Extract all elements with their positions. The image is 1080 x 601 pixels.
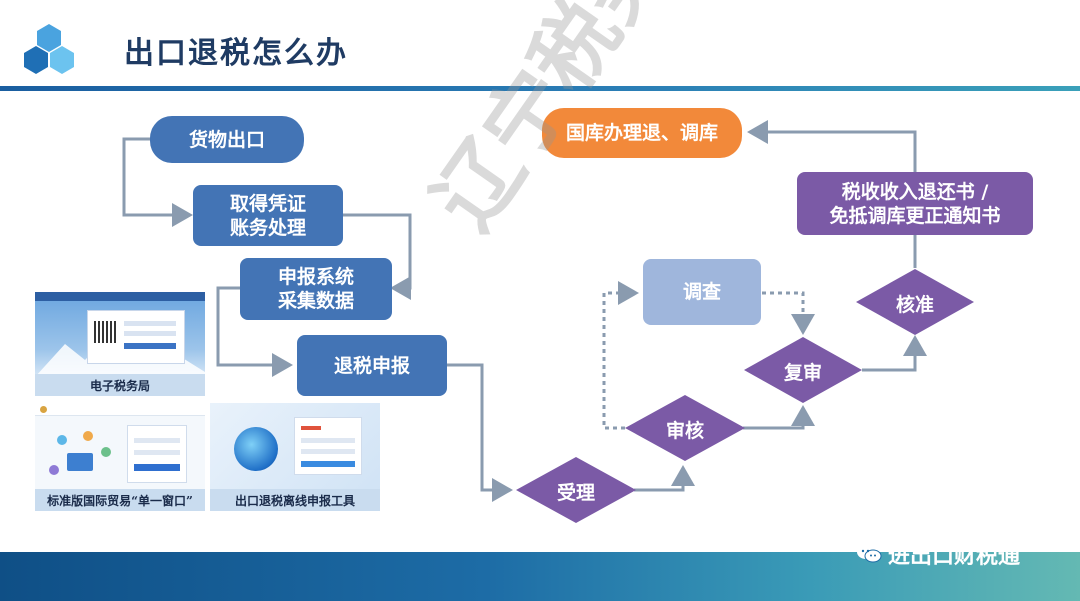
declare-system-node: 申报系统 采集数据 <box>240 258 392 320</box>
treasury-node: 国库办理退、调库 <box>542 108 742 158</box>
login-button <box>124 343 176 349</box>
treasury-label: 国库办理退、调库 <box>565 122 718 144</box>
obtain-voucher-node: 取得凭证 账务处理 <box>193 185 343 246</box>
login-field <box>124 321 176 326</box>
declare-system-label-2: 采集数据 <box>277 290 354 312</box>
refund-notice-node: 税收收入退还书 / 免抵调库更正通知书 <box>797 172 1033 235</box>
etax-login-panel <box>87 310 185 364</box>
emblem-icon <box>40 406 47 413</box>
qr-code <box>94 321 116 343</box>
etax-screenshot: 电子税务局 <box>35 292 205 396</box>
investigate-node: 调查 <box>643 259 761 325</box>
refund-notice-label-2: 免抵调库更正通知书 <box>829 204 1001 227</box>
brand-name: 进出口财税通 <box>888 544 1021 569</box>
illustration-icons <box>49 431 119 481</box>
wechat-icon <box>856 543 882 565</box>
offline-tool-caption: 出口退税离线申报工具 <box>210 489 380 511</box>
approve-diamond <box>856 269 974 335</box>
accept-label: 受理 <box>556 482 595 504</box>
globe-image <box>234 427 278 471</box>
refund-declare-label: 退税申报 <box>333 354 410 377</box>
page-title: 出口退税怎么办 <box>124 36 348 71</box>
declare-system-label-1: 申报系统 <box>277 266 354 288</box>
goods-export-label: 货物出口 <box>188 128 265 151</box>
login-field <box>124 331 176 336</box>
single-window-caption: 标准版国际贸易“单一窗口” <box>35 489 205 511</box>
brand: 进出口财税通 <box>856 538 1020 570</box>
investigate-label: 调查 <box>682 281 721 303</box>
accept-diamond <box>516 457 636 523</box>
etax-topbar <box>35 292 205 301</box>
refund-notice-label-1: 税收收入退还书 / <box>841 180 989 203</box>
obtain-voucher-label-1: 取得凭证 <box>229 192 306 215</box>
review-label: 审核 <box>665 420 704 442</box>
logo <box>20 22 78 76</box>
recheck-diamond <box>744 337 862 403</box>
refund-declare-node: 退税申报 <box>297 335 447 396</box>
offline-tool-screenshot: 出口退税离线申报工具 <box>210 403 380 511</box>
etax-caption: 电子税务局 <box>35 374 205 396</box>
obtain-voucher-label-2: 账务处理 <box>229 216 306 239</box>
approve-label: 核准 <box>895 294 934 316</box>
single-window-screenshot: 标准版国际贸易“单一窗口” <box>35 403 205 511</box>
single-window-login-panel <box>127 425 187 483</box>
offline-tool-login-panel <box>294 417 362 475</box>
review-diamond <box>625 395 745 461</box>
header-divider <box>0 86 1080 91</box>
goods-export-node: 货物出口 <box>150 116 304 163</box>
footer-bar <box>0 552 1080 601</box>
single-window-topbar <box>35 403 205 416</box>
recheck-label: 复审 <box>783 362 822 384</box>
